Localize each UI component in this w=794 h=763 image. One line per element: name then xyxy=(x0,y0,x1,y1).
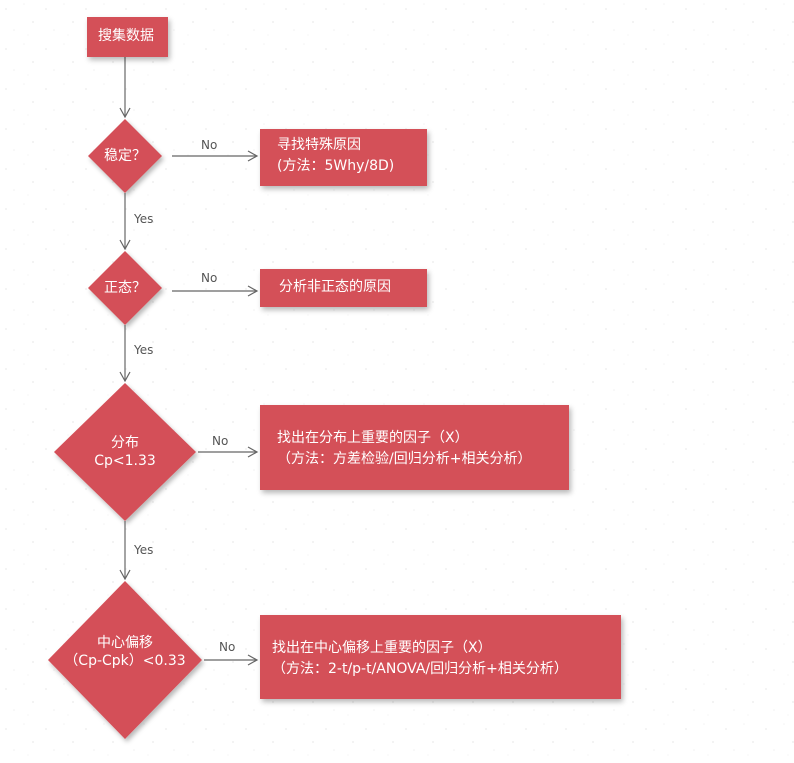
decision-normal-label: 正态？ xyxy=(104,279,146,297)
non-normal-node: 分析非正态的原因 xyxy=(260,269,427,307)
special-cause-node: 寻找特殊原因 (方法：5Why/8D) xyxy=(260,129,427,186)
special-cause-line1: 寻找特殊原因 xyxy=(277,137,361,153)
decision-center-shift-label: 中心偏移 （Cp-Cpk）<0.33 xyxy=(64,634,185,670)
decision-normal-text: 正态？ xyxy=(104,280,146,296)
decision-stable-shape xyxy=(88,119,162,193)
decision-distribution-shape xyxy=(54,383,196,521)
start-node-label: 搜集数据 xyxy=(98,28,154,44)
decision-normal-shape xyxy=(88,251,162,325)
distribution-factors-line1: 找出在分布上重要的因子（X） xyxy=(277,430,469,446)
special-cause-line2: (方法：5Why/8D) xyxy=(277,158,395,174)
decision-center-shift-line2: （Cp-Cpk）<0.33 xyxy=(64,653,186,669)
edge-label-stable-no: No xyxy=(201,138,218,152)
edge-label-center-shift-no: No xyxy=(219,640,236,654)
distribution-factors-line2: （方法：方差检验/回归分析+相关分析） xyxy=(277,451,532,467)
decision-distribution-line1: 分布 xyxy=(110,435,139,451)
center-factors-line1: 找出在中心偏移上重要的因子（X） xyxy=(272,640,492,656)
center-factors-line2: （方法：2-t/p-t/ANOVA/回归分析+相关分析） xyxy=(272,661,568,677)
decision-distribution-label: 分布 Cp<1.33 xyxy=(94,434,156,470)
non-normal-label: 分析非正态的原因 xyxy=(279,279,391,295)
decision-stable-label: 稳定？ xyxy=(104,147,146,165)
decision-center-shift-shape xyxy=(48,581,202,739)
decision-stable-text: 稳定？ xyxy=(104,148,146,164)
edge-label-normal-no: No xyxy=(201,271,218,285)
distribution-factors-node: 找出在分布上重要的因子（X） （方法：方差检验/回归分析+相关分析） xyxy=(260,405,569,490)
edge-label-distribution-no: No xyxy=(212,434,229,448)
decision-center-shift-line1: 中心偏移 xyxy=(96,635,153,651)
center-factors-node: 找出在中心偏移上重要的因子（X） （方法：2-t/p-t/ANOVA/回归分析+… xyxy=(260,615,621,699)
start-node: 搜集数据 xyxy=(87,17,168,57)
edge-label-distribution-yes: Yes xyxy=(134,543,154,557)
decision-distribution-line2: Cp<1.33 xyxy=(94,453,156,469)
edge-label-normal-yes: Yes xyxy=(134,343,154,357)
edge-label-stable-yes: Yes xyxy=(134,212,154,226)
